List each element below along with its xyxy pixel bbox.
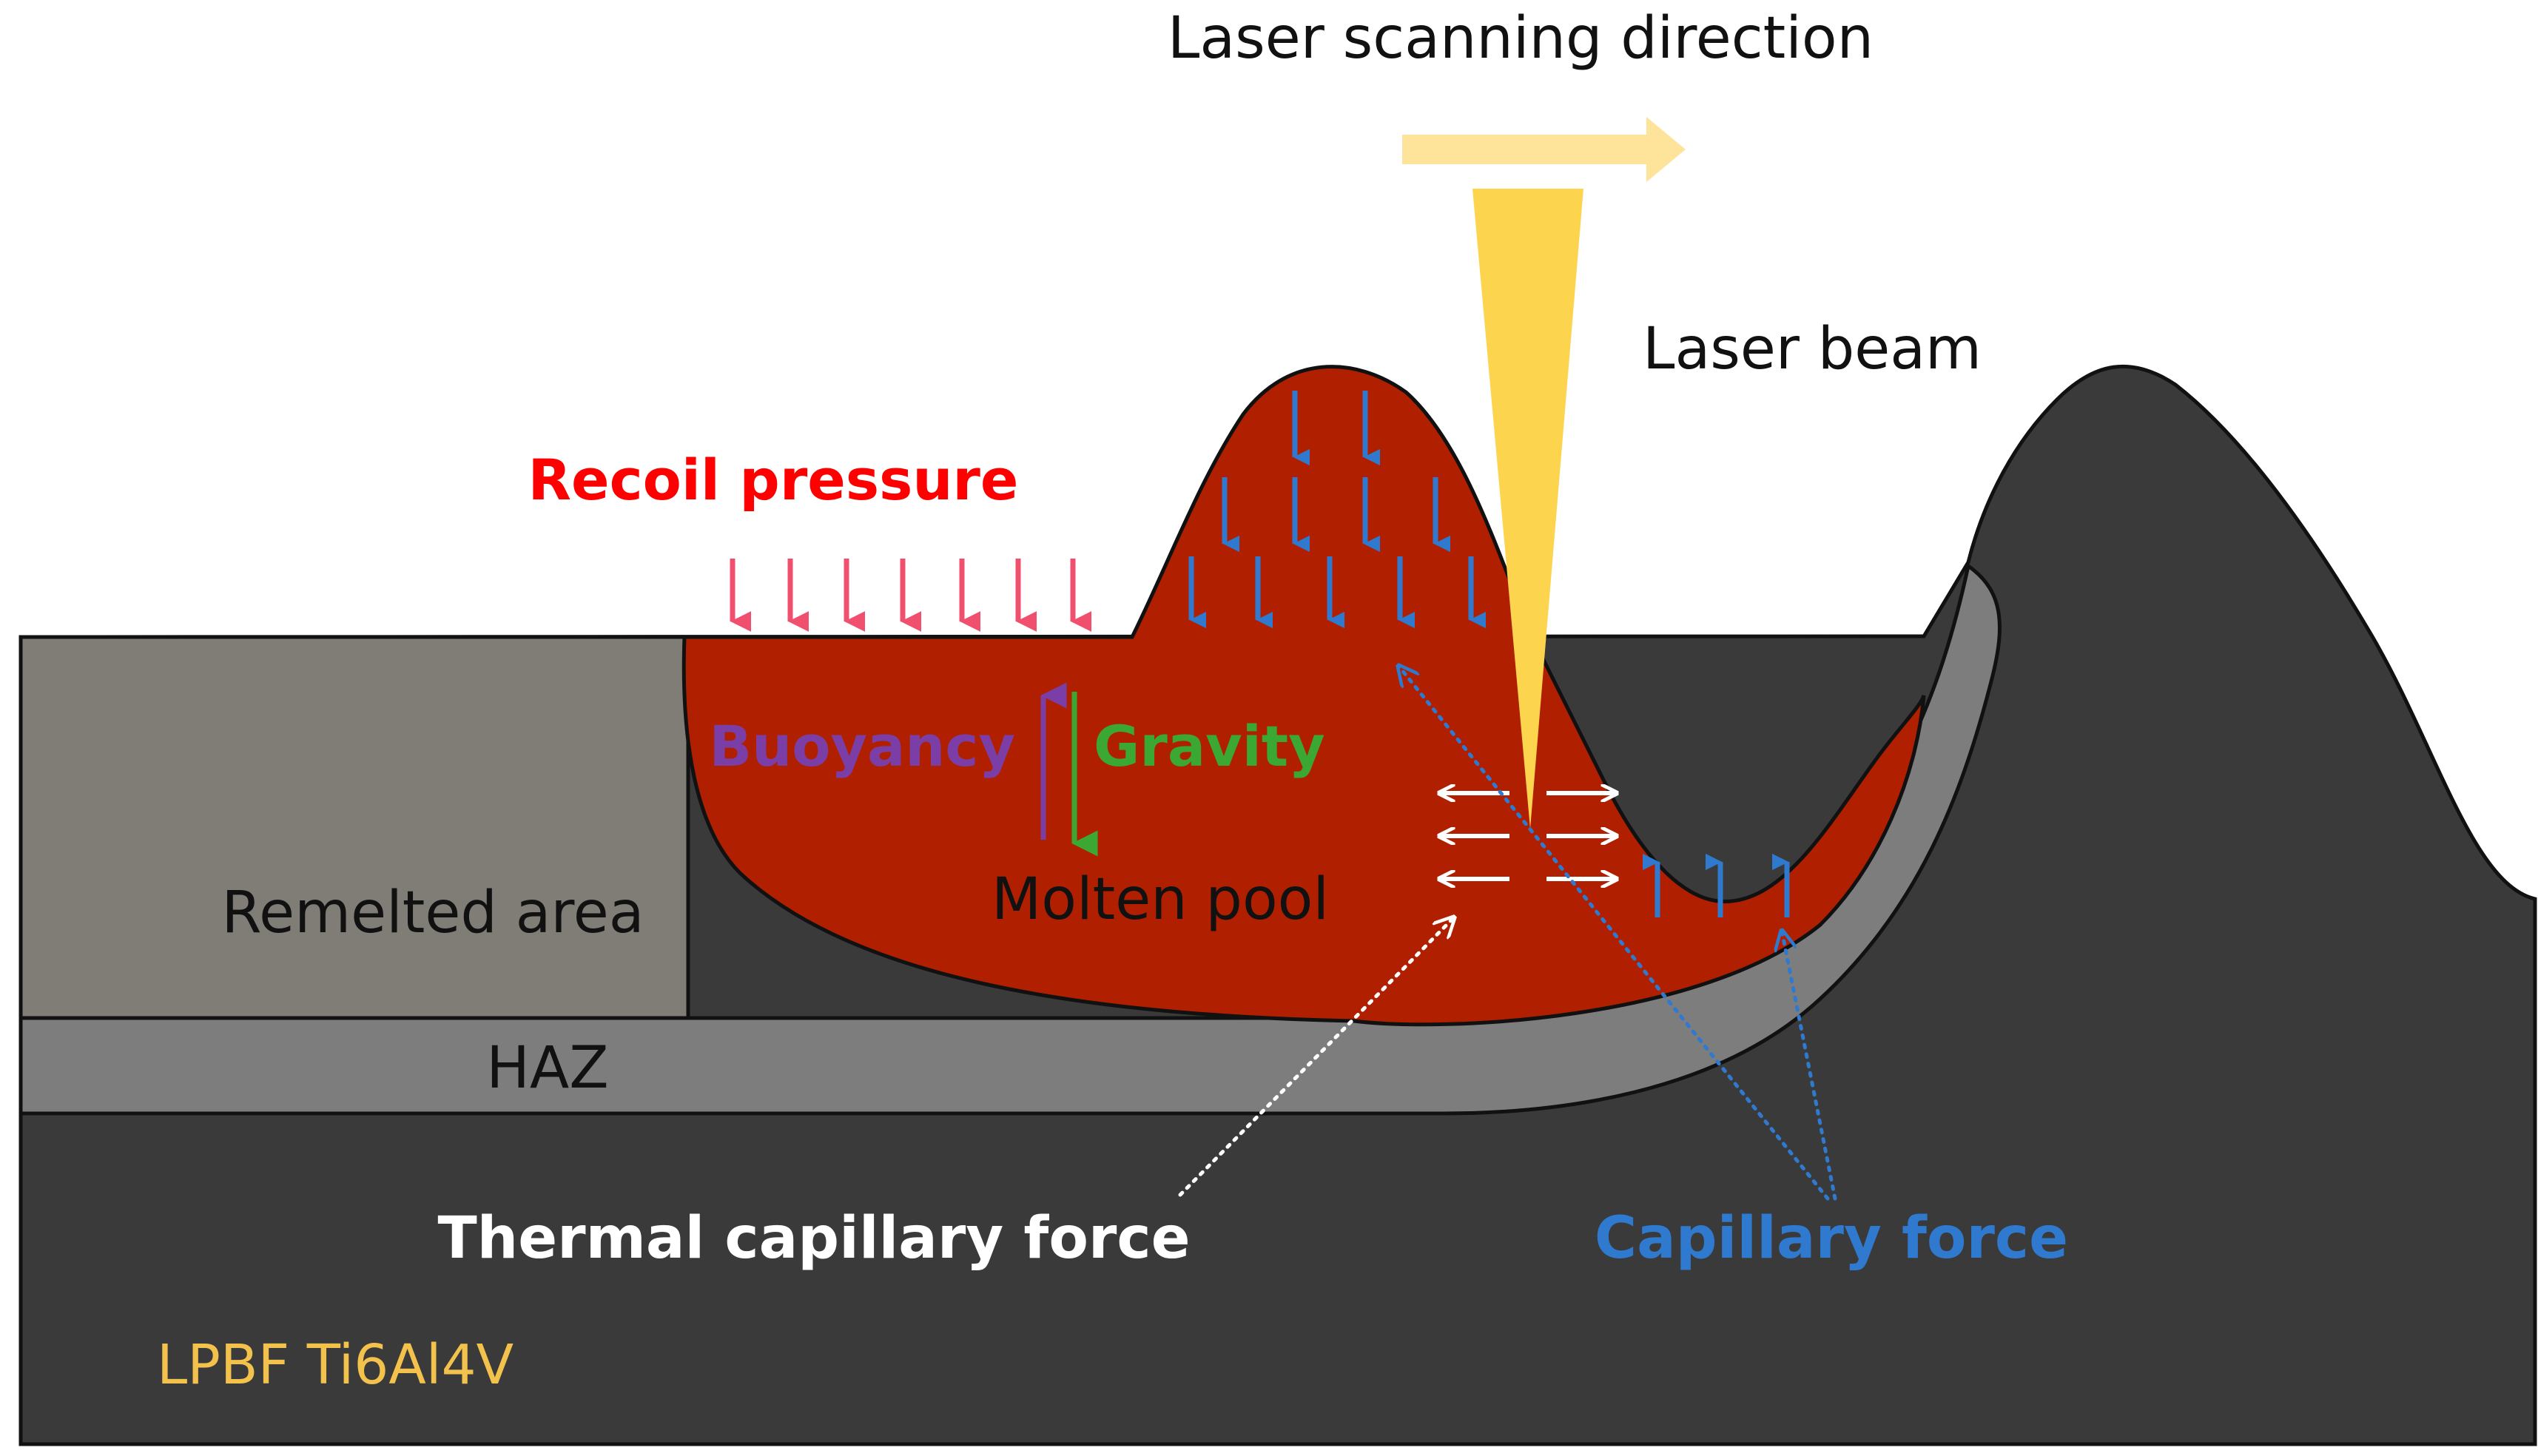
laser-beam-label: Laser beam — [1643, 316, 1982, 382]
marangoni-arrows — [1439, 793, 1617, 879]
remelted-area-region — [18, 635, 690, 1020]
hump-pressure-arrows — [1188, 391, 1487, 629]
scan-direction-label: Laser scanning direction — [1168, 5, 1874, 72]
recoil-pressure-label: Recoil pressure — [528, 447, 1019, 513]
laser-beam-cone — [1472, 189, 1583, 829]
material-label: LPBF Ti6Al4V — [157, 1333, 514, 1397]
buoyancy-label: Buoyancy — [709, 713, 1015, 779]
remelted-area-label: Remelted area — [221, 880, 644, 946]
capillary-leader-to-hump — [1398, 666, 1830, 1201]
thermal-capillary-force-label: Thermal capillary force — [437, 1205, 1190, 1272]
scan-direction-arrow — [1402, 117, 1686, 182]
capillary-force-label: Capillary force — [1595, 1205, 2068, 1272]
recoil-pressure-arrows — [730, 559, 1092, 632]
molten-pool-label: Molten pool — [992, 866, 1329, 933]
thermal-capillary-leader — [1178, 917, 1454, 1197]
capillary-leader-to-trough — [1782, 931, 1837, 1201]
molten-pool-region — [681, 365, 1926, 1027]
gravity-label: Gravity — [1094, 713, 1325, 779]
haz-label: HAZ — [486, 1035, 608, 1102]
trough-capillary-arrows — [1642, 853, 1790, 917]
